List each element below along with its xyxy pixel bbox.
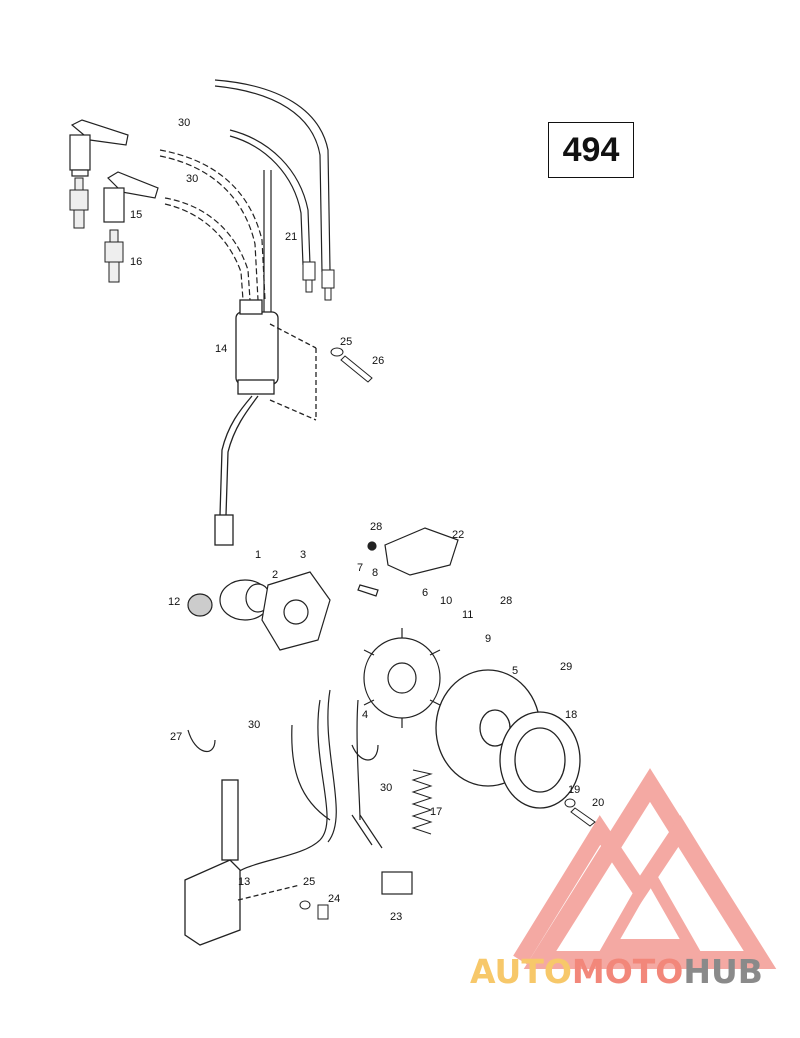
callout-16: 16 — [130, 256, 142, 268]
wire-terminals — [302, 261, 335, 301]
callout-14: 14 — [215, 343, 227, 355]
callout-5: 5 — [512, 665, 518, 677]
callout-25: 25 — [340, 336, 352, 348]
bolt-24 — [299, 900, 329, 920]
callout-25: 25 — [303, 876, 315, 888]
callout-26: 26 — [372, 355, 384, 367]
callout-24: 24 — [328, 893, 340, 905]
connector-23 — [381, 871, 413, 895]
callout-22: 22 — [452, 529, 464, 541]
callout-1: 1 — [255, 549, 261, 561]
callout-6: 6 — [422, 587, 428, 599]
callout-3: 3 — [300, 549, 306, 561]
callout-30: 30 — [186, 173, 198, 185]
clamp — [187, 729, 379, 761]
callout-20: 20 — [592, 797, 604, 809]
callout-28: 28 — [370, 521, 382, 533]
callout-17: 17 — [430, 806, 442, 818]
callout-15: 15 — [130, 209, 142, 221]
callout-9: 9 — [485, 633, 491, 645]
callout-8: 8 — [372, 567, 378, 579]
page-number-box: 494 — [548, 122, 634, 178]
callout-2: 2 — [272, 569, 278, 581]
cdi-module — [184, 779, 301, 946]
callout-23: 23 — [390, 911, 402, 923]
callout-4: 4 — [362, 709, 368, 721]
callout-29: 29 — [560, 661, 572, 673]
callout-7: 7 — [357, 562, 363, 574]
watermark-logo — [513, 768, 777, 969]
magneto-parts — [187, 527, 459, 651]
watermark-text: AUTOMOTOHUB — [470, 952, 763, 991]
stator — [363, 628, 441, 728]
ignition-coil — [214, 299, 317, 546]
callout-21: 21 — [285, 231, 297, 243]
watermark-hub: HUB — [683, 952, 763, 991]
page-number: 494 — [562, 130, 620, 169]
callout-11: 11 — [462, 609, 473, 621]
callout-10: 10 — [440, 595, 452, 607]
ignition-wires — [159, 79, 331, 320]
bolt-26 — [330, 347, 373, 383]
watermark-moto: MOTO — [571, 952, 684, 991]
starter-ring — [499, 711, 581, 809]
callout-13: 13 — [238, 876, 250, 888]
spark-plug — [69, 177, 124, 283]
callout-labels: 30 30 15 16 21 14 25 26 28 22 1 3 2 7 8 … — [130, 117, 604, 923]
callout-12: 12 — [168, 596, 180, 608]
callout-28: 28 — [500, 595, 512, 607]
callout-30: 30 — [178, 117, 190, 129]
spring — [411, 769, 433, 835]
callout-27: 27 — [170, 731, 182, 743]
callout-30: 30 — [380, 782, 392, 794]
watermark-auto: AUTO — [470, 952, 572, 991]
wiring-harness — [229, 689, 383, 881]
spark-plug-cap — [69, 119, 159, 223]
callout-18: 18 — [565, 709, 577, 721]
callout-30: 30 — [248, 719, 260, 731]
bolt-20 — [564, 798, 596, 827]
callout-19: 19 — [568, 784, 580, 796]
